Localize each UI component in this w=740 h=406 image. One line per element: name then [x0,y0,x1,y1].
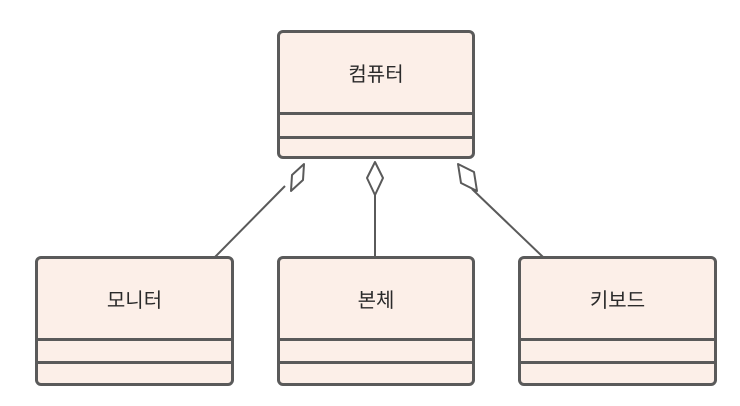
class-attributes-monitor [38,341,231,364]
aggregation-link-keyboard [457,163,544,258]
aggregation-link-monitor [214,163,305,258]
class-box-body[interactable]: 본체 [277,256,475,386]
class-box-computer[interactable]: 컴퓨터 [277,30,475,159]
class-name-keyboard: 키보드 [521,259,714,341]
class-box-keyboard[interactable]: 키보드 [518,256,717,386]
class-attributes-body [280,341,472,364]
aggregation-line-monitor [214,185,286,258]
aggregation-diamond-keyboard [457,163,478,192]
aggregation-diamond-monitor [290,163,305,192]
aggregation-diamond-body [366,161,384,196]
class-name-body: 본체 [280,259,472,341]
class-name-computer: 컴퓨터 [280,33,472,115]
class-box-monitor[interactable]: 모니터 [35,256,234,386]
aggregation-line-keyboard [471,188,544,258]
class-attributes-keyboard [521,341,714,364]
aggregation-link-body [366,161,384,257]
class-name-monitor: 모니터 [38,259,231,341]
class-attributes-computer [280,115,472,139]
